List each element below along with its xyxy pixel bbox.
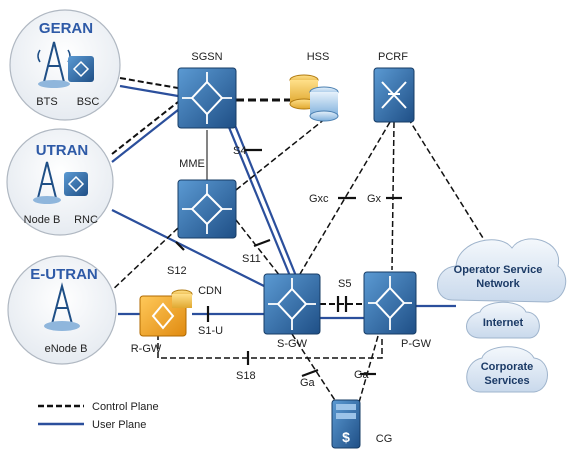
internet-cloud-label: Internet (483, 317, 524, 329)
sgw-node: S-GW (263, 273, 321, 350)
bsc-label: BSC (77, 96, 100, 108)
link-sgsn-sgw-user-a (224, 119, 292, 277)
corporate-cloud-line1: Corporate (481, 361, 534, 373)
s4-label: S4 (233, 145, 246, 157)
s12-label: S12 (167, 265, 187, 277)
hss-node: HSS (289, 51, 339, 122)
link-pgw-cg-ctrl (357, 335, 379, 407)
policy-server-icon (373, 67, 415, 123)
link-mme-hss-ctrl (235, 117, 327, 191)
link-geran-sgsn-user (119, 84, 179, 98)
link-pcrf-pgw-ctrl (391, 121, 395, 271)
gxc-label: Gxc (309, 193, 329, 205)
cdn-label: CDN (198, 285, 222, 297)
link-mme-sgw-ctrl (235, 219, 281, 277)
internet-cloud: Internet (466, 301, 540, 339)
cg-node: $ CG (331, 399, 393, 449)
rnc-label: RNC (74, 214, 98, 226)
operator-cloud-line2: Network (476, 278, 520, 290)
eutran-title: E-UTRAN (30, 266, 98, 283)
router-icon (177, 179, 237, 239)
svg-text:$: $ (342, 429, 350, 445)
database-icon (289, 74, 339, 122)
rnc-switch-icon (64, 172, 88, 196)
operator-service-cloud: Operator Service Network (437, 238, 567, 303)
sgsn-node: SGSN (177, 51, 237, 129)
mme-label: MME (179, 158, 205, 170)
eutran-circle: E-UTRAN eNode B (7, 255, 117, 365)
enodeb-tower-icon (44, 282, 80, 331)
billing-server-icon: $ (331, 399, 361, 449)
nodeb-label: Node B (24, 214, 61, 226)
rgw-node: R-GW (131, 289, 193, 355)
s18-label: S18 (236, 370, 256, 382)
gx-label: Gx (367, 193, 382, 205)
legend-user-label: User Plane (92, 419, 146, 431)
bts-label: BTS (36, 96, 57, 108)
link-sgsn-sgw-user-b (230, 117, 298, 277)
link-eutran-mme-ctrl (107, 227, 179, 295)
link-utran-sgsn-ctrl (111, 101, 179, 155)
corporate-cloud: Corporate Services (466, 346, 548, 393)
hss-label: HSS (307, 51, 330, 63)
links (107, 77, 489, 409)
link-pcrf-operator-ctrl (407, 117, 489, 247)
pcrf-label: PCRF (378, 51, 408, 63)
enodeb-label: eNode B (45, 343, 88, 355)
gateway-icon (139, 289, 193, 337)
geran-title: GERAN (39, 20, 93, 37)
link-sgw-cg-ctrl (291, 333, 341, 409)
router-icon (177, 67, 237, 129)
router-icon (263, 273, 321, 335)
link-geran-sgsn-ctrl (119, 77, 179, 89)
s11-label: S11 (242, 253, 261, 265)
bts-tower-icon (37, 41, 71, 88)
ga-sgw-label: Ga (300, 377, 316, 389)
interface-ticks (175, 148, 402, 378)
legend-control-label: Control Plane (92, 401, 159, 413)
link-utran-sgsn-user (111, 109, 179, 163)
pcrf-node: PCRF (373, 51, 415, 123)
legend: Control Plane User Plane (38, 401, 159, 431)
nodeb-tower-icon (33, 161, 61, 204)
bsc-switch-icon (68, 56, 94, 82)
geran-circle: GERAN BTS BSC (9, 9, 121, 121)
rgw-label: R-GW (131, 343, 162, 355)
link-rgw-pgw-ctrl (157, 334, 383, 359)
pgw-node: P-GW (363, 271, 432, 350)
s1u-label: S1-U (198, 325, 223, 337)
utran-circle: UTRAN Node B RNC (6, 128, 114, 236)
mme-node: MME (177, 158, 237, 239)
sgw-label: S-GW (277, 338, 308, 350)
link-utran-sgw-user (111, 209, 265, 287)
operator-cloud-line1: Operator Service (454, 264, 543, 276)
pgw-label: P-GW (401, 338, 432, 350)
cg-label: CG (376, 433, 393, 445)
link-pcrf-sgw-ctrl (299, 121, 391, 275)
utran-title: UTRAN (36, 142, 89, 159)
router-icon (363, 271, 417, 335)
s5-label: S5 (338, 278, 351, 290)
corporate-cloud-line2: Services (484, 375, 529, 387)
sgsn-label: SGSN (191, 51, 222, 63)
ga-pgw-label: Ga (354, 369, 370, 381)
